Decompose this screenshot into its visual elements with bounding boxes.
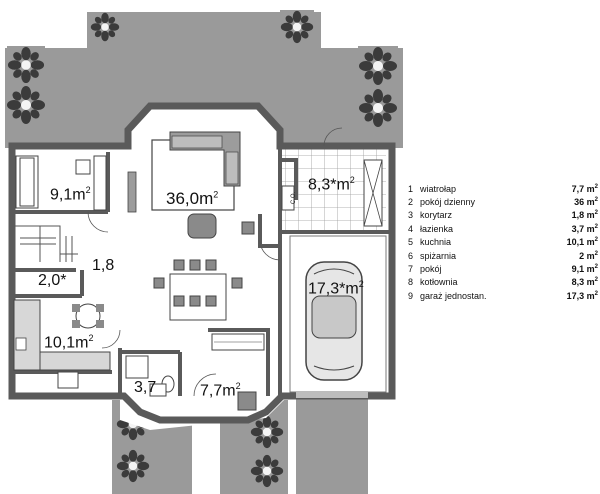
legend-room-name: łazienka	[420, 223, 454, 234]
legend-area: 1,8 m2	[571, 210, 598, 221]
legend-row: 3 korytarz 1,8 m2	[408, 209, 598, 222]
legend-row: 1 wiatrołap 7,7 m2	[408, 182, 598, 195]
room-label-bedroom: 9,1m2	[50, 185, 91, 204]
room-label-living: 36,0m2	[166, 189, 219, 208]
legend-room-name: kotłownia	[420, 277, 458, 288]
legend-row: 4 łazienka 3,7 m2	[408, 222, 598, 235]
legend-area: 8,3 m2	[571, 277, 598, 288]
legend-row: 9 garaż jednostan. 17,3 m2	[408, 289, 598, 302]
legend-number: 8	[408, 277, 414, 288]
dining-table	[153, 259, 243, 321]
legend-room-name: garaż jednostan.	[420, 290, 487, 301]
legend-number: 4	[408, 223, 414, 234]
legend-room-name: kuchnia	[420, 237, 452, 248]
vestibule-furniture	[211, 333, 265, 411]
legend-row: 8 kotłownia 8,3 m2	[408, 276, 598, 289]
room-label-hall: 1,8	[92, 257, 115, 274]
door-swings	[87, 127, 343, 397]
kitchen-furniture	[13, 299, 111, 389]
legend-room-name: pokój dzienny	[420, 197, 476, 208]
legend-number: 5	[408, 237, 414, 248]
legend-number: 3	[408, 210, 414, 221]
room-label-boiler: 8,3*m2	[308, 175, 355, 194]
legend-number: 6	[408, 250, 414, 261]
legend-row: 5 kuchnia 10,1 m2	[408, 236, 598, 249]
room-label-kitchen: 10,1m2	[44, 333, 94, 352]
legend-room-name: spiżarnia	[420, 250, 457, 261]
legend-area: 17,3 m2	[566, 290, 598, 301]
boiler-room: C.O.	[281, 159, 383, 227]
legend-row: 7 pokój 9,1 m2	[408, 262, 598, 275]
bedroom-furniture	[15, 155, 107, 211]
legend-area: 7,7 m2	[571, 183, 598, 194]
legend-area: 36 m2	[574, 197, 598, 208]
legend-number: 9	[408, 290, 414, 301]
room-label-pantry: 2,0*	[38, 272, 67, 289]
car-icon	[305, 261, 363, 381]
legend-area: 3,7 m2	[571, 223, 598, 234]
living-furniture	[127, 131, 255, 239]
garage	[289, 235, 387, 398]
legend-number: 7	[408, 264, 414, 275]
legend-room-name: korytarz	[420, 210, 453, 221]
co-tag: C.O.	[291, 192, 297, 205]
room-label-bath: 3,7	[134, 379, 157, 396]
legend-number: 1	[408, 183, 414, 194]
room-label-vestibule: 7,7m2	[200, 381, 241, 400]
legend-room-name: pokój	[420, 264, 442, 275]
area-legend: 1 wiatrołap 7,7 m2 2 pokój dzienny 36 m2 3 kory…	[408, 182, 598, 303]
outer-walls	[8, 102, 396, 424]
legend-row: 6 spiżarnia 2 m2	[408, 249, 598, 262]
legend-area: 10,1 m2	[566, 237, 598, 248]
legend-area: 9,1 m2	[571, 264, 598, 275]
bathroom-fixtures	[125, 355, 175, 397]
room-label-garage: 17,3*m2	[308, 279, 364, 298]
legend-row: 2 pokój dzienny 36 m2	[408, 195, 598, 208]
legend-room-name: wiatrołap	[420, 183, 457, 194]
stairs	[14, 225, 78, 262]
legend-area: 2 m2	[579, 250, 598, 261]
legend-number: 2	[408, 197, 414, 208]
